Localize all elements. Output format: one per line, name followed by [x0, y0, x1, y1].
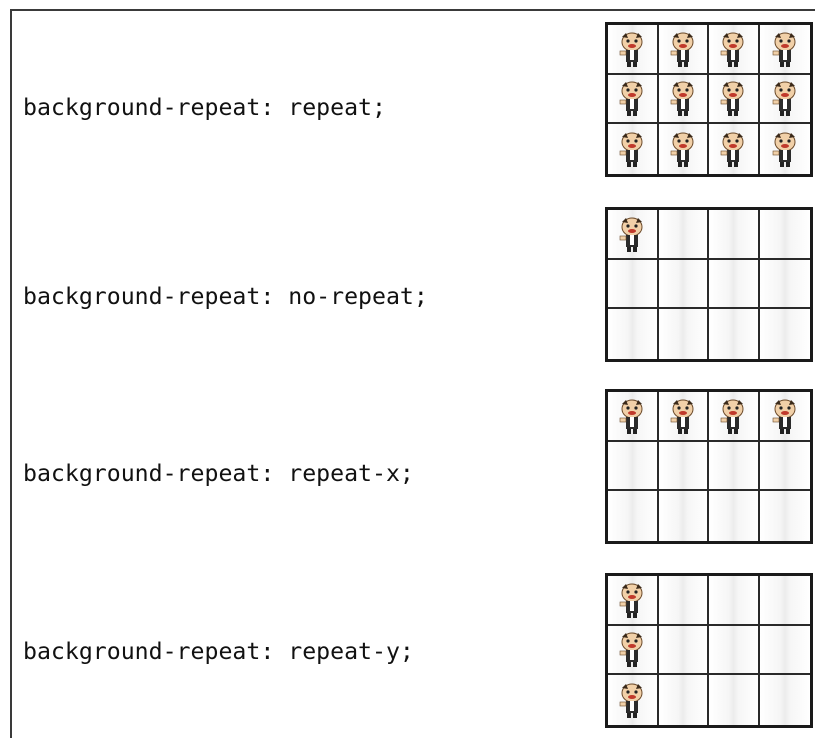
repeat-x-demo-box: [605, 389, 813, 544]
character-sprite-icon: [718, 398, 748, 434]
grid-cell: [659, 124, 710, 174]
grid-cell: [709, 210, 760, 260]
grid-cell: [608, 75, 659, 125]
character-sprite-icon: [668, 398, 698, 434]
no-repeat-demo-box: [605, 207, 813, 362]
character-sprite-icon: [617, 682, 647, 718]
character-sprite-icon: [668, 131, 698, 167]
grid-cell: [709, 626, 760, 676]
grid-cell: [608, 124, 659, 174]
character-sprite-icon: [718, 131, 748, 167]
character-sprite-icon: [617, 80, 647, 116]
grid-cell: [608, 576, 659, 626]
grid-cell: [659, 626, 710, 676]
character-sprite-icon: [617, 631, 647, 667]
repeat-x-label: background-repeat: repeat-x;: [23, 462, 414, 485]
grid-cell: [760, 210, 811, 260]
character-sprite-icon: [617, 582, 647, 618]
character-sprite-icon: [770, 398, 800, 434]
character-sprite-icon: [770, 80, 800, 116]
grid-cell: [608, 442, 659, 492]
grid-cell: [760, 124, 811, 174]
no-repeat-label: background-repeat: no-repeat;: [23, 285, 428, 308]
grid-cell: [608, 260, 659, 310]
grid-cell: [659, 25, 710, 75]
grid-cell: [608, 626, 659, 676]
repeat-y-demo-box: [605, 573, 813, 728]
character-sprite-icon: [718, 80, 748, 116]
grid-cell: [659, 309, 710, 359]
character-sprite-icon: [668, 80, 698, 116]
grid-cell: [709, 392, 760, 442]
grid-cell: [760, 75, 811, 125]
grid-cell: [709, 442, 760, 492]
grid-cell: [659, 442, 710, 492]
grid-cell: [659, 491, 710, 541]
grid-cell: [608, 25, 659, 75]
grid-cell: [760, 576, 811, 626]
grid-cell: [659, 576, 710, 626]
grid-cell: [760, 309, 811, 359]
character-sprite-icon: [617, 216, 647, 252]
grid-cell: [659, 260, 710, 310]
grid-cell: [760, 25, 811, 75]
grid-cell: [709, 576, 760, 626]
character-sprite-icon: [617, 31, 647, 67]
character-sprite-icon: [770, 131, 800, 167]
grid-cell: [709, 309, 760, 359]
grid-cell: [608, 675, 659, 725]
grid-cell: [709, 25, 760, 75]
grid-cell: [709, 124, 760, 174]
grid-cell: [709, 675, 760, 725]
grid-cell: [608, 309, 659, 359]
grid-cell: [659, 210, 710, 260]
grid-cell: [608, 392, 659, 442]
repeat-demo-box: [605, 22, 813, 177]
character-sprite-icon: [617, 131, 647, 167]
character-sprite-icon: [718, 31, 748, 67]
grid-cell: [760, 260, 811, 310]
repeat-y-label: background-repeat: repeat-y;: [23, 640, 414, 663]
grid-cell: [608, 210, 659, 260]
grid-cell: [760, 626, 811, 676]
grid-cell: [760, 675, 811, 725]
character-sprite-icon: [668, 31, 698, 67]
character-sprite-icon: [617, 398, 647, 434]
grid-cell: [709, 75, 760, 125]
grid-cell: [659, 392, 710, 442]
grid-cell: [659, 75, 710, 125]
character-sprite-icon: [770, 31, 800, 67]
grid-cell: [709, 260, 760, 310]
grid-cell: [760, 392, 811, 442]
grid-cell: [760, 442, 811, 492]
grid-cell: [760, 491, 811, 541]
repeat-label: background-repeat: repeat;: [23, 96, 386, 119]
grid-cell: [659, 675, 710, 725]
grid-cell: [709, 491, 760, 541]
grid-cell: [608, 491, 659, 541]
